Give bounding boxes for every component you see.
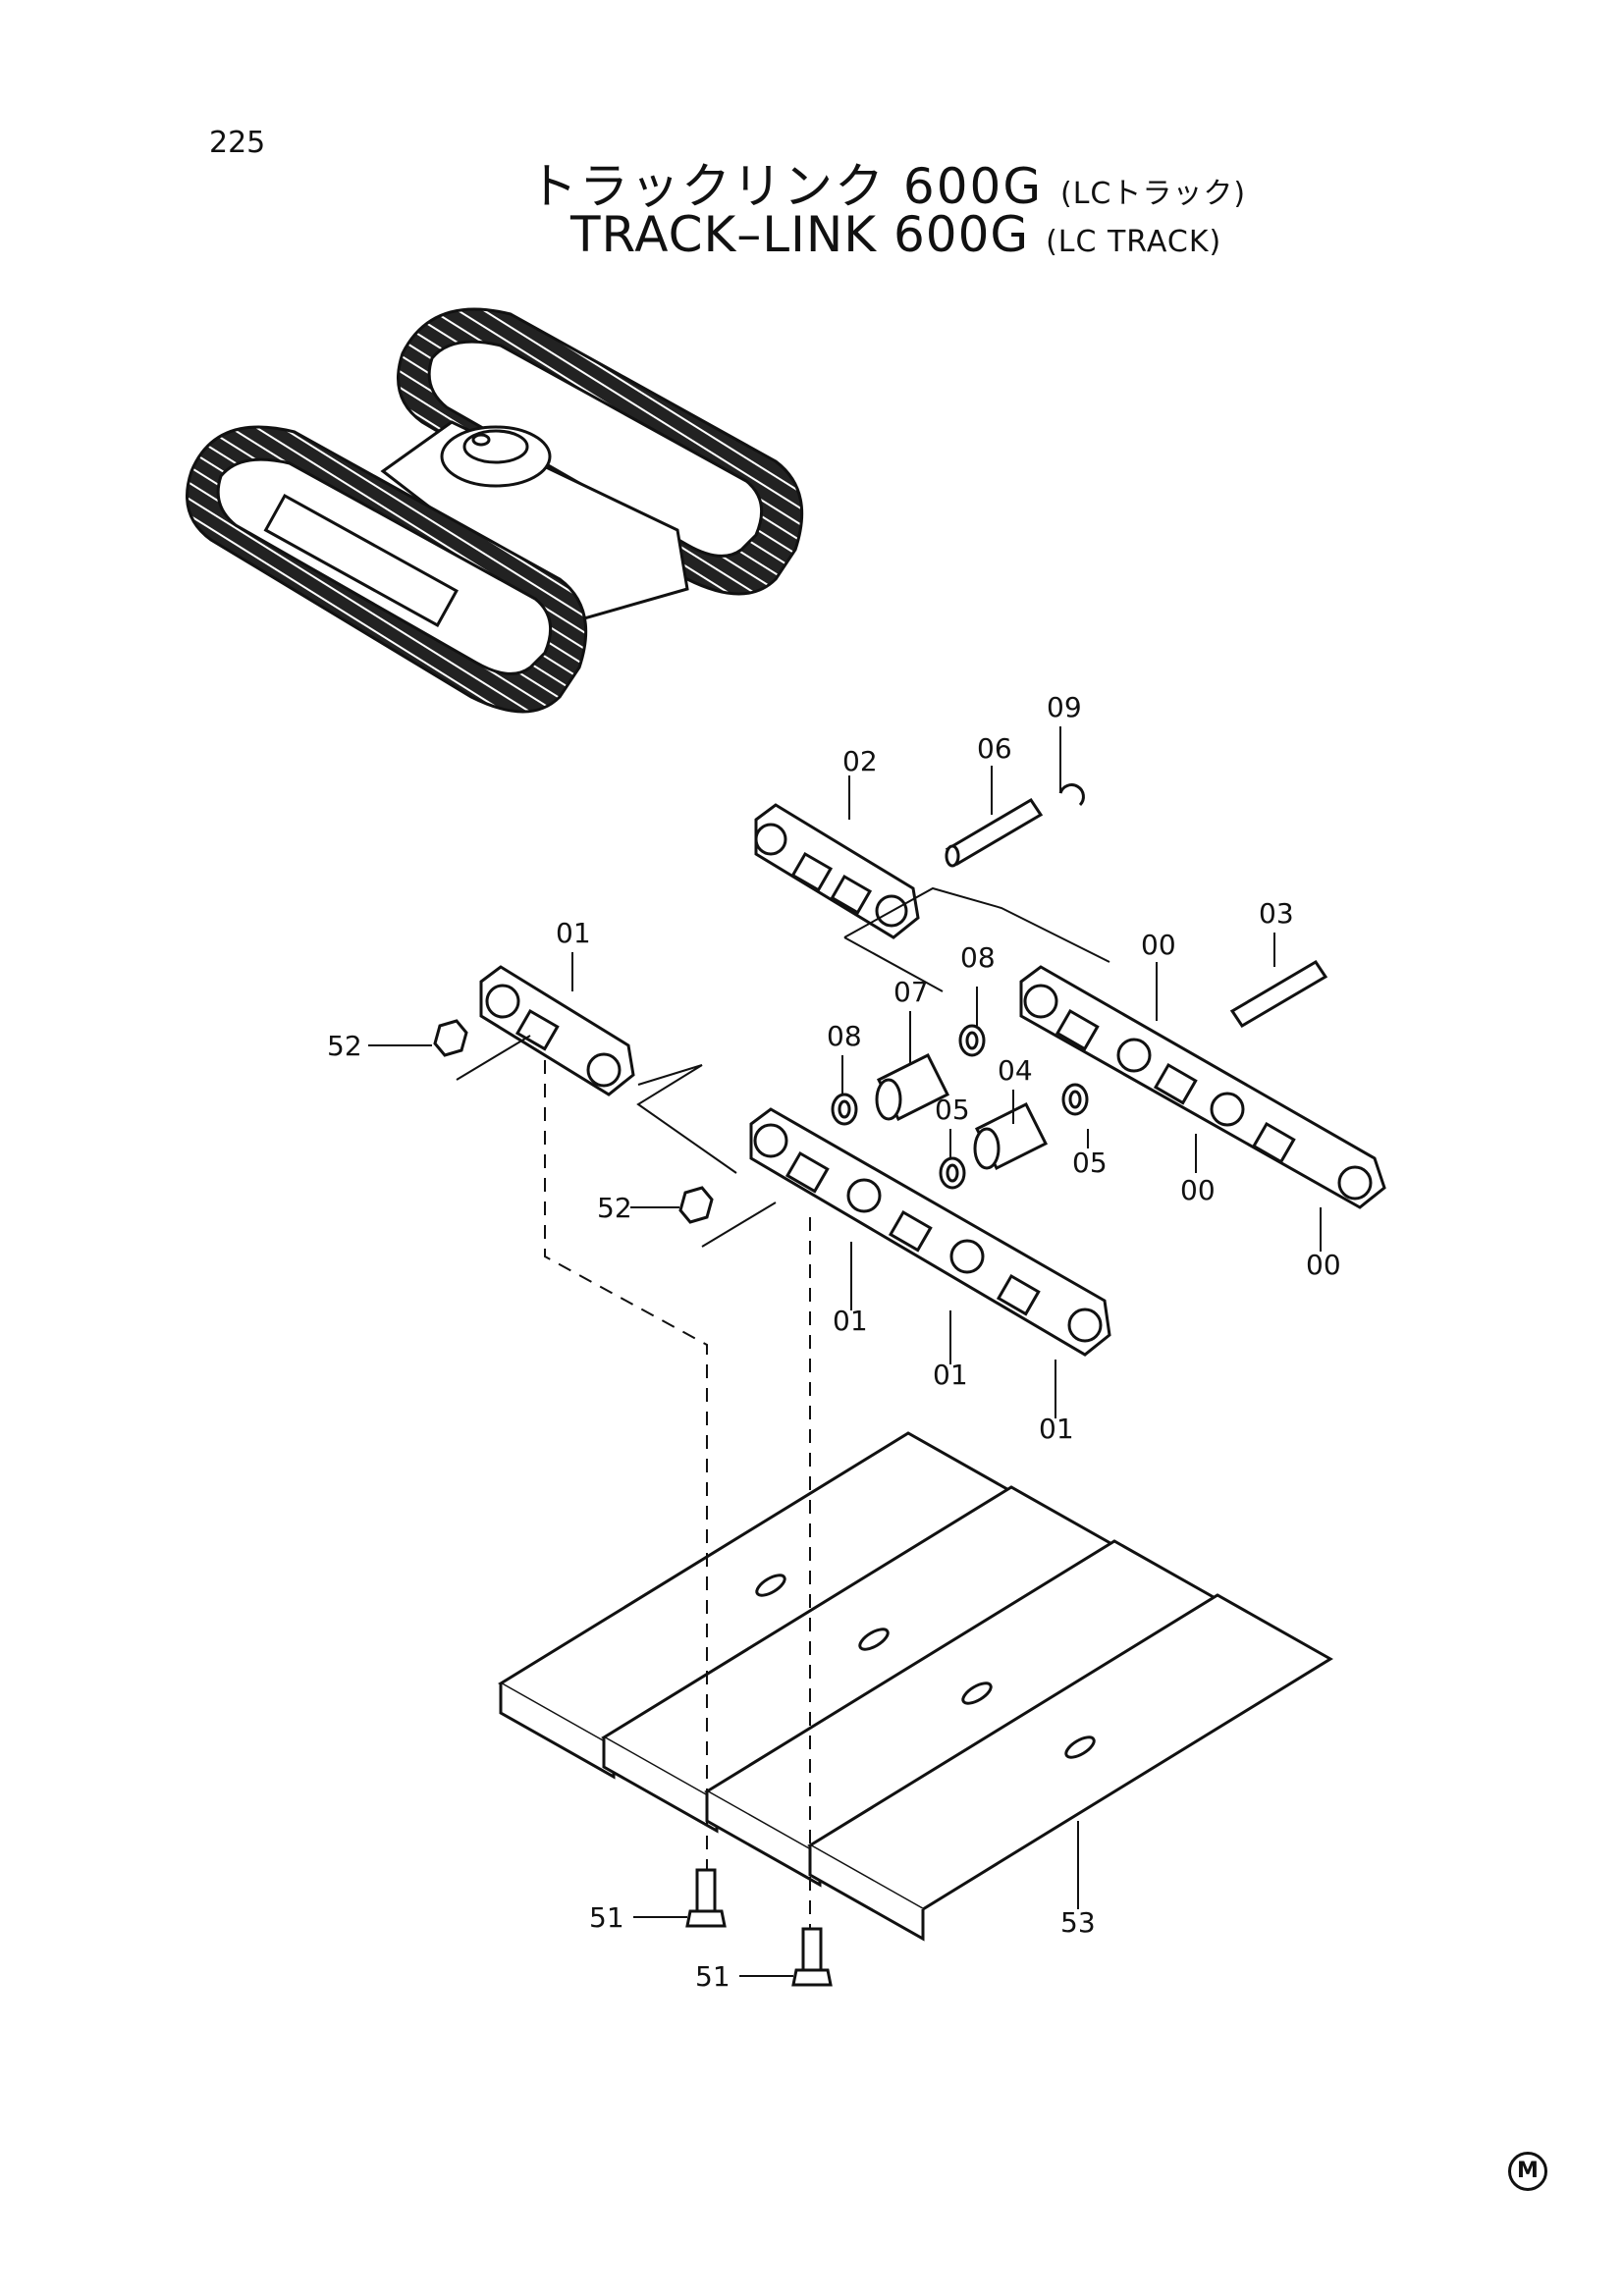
label-52-upper: 52 [327,1030,362,1062]
label-07: 07 [893,976,929,1008]
snap-ring-09 [1058,783,1085,807]
label-06: 06 [977,732,1012,765]
bolt-51-left [685,1868,727,1928]
label-52-lower: 52 [597,1192,632,1224]
corner-mark: M [1508,2152,1547,2191]
label-02: 02 [842,745,878,777]
label-00-mid: 00 [1180,1174,1216,1206]
label-04: 04 [998,1054,1033,1087]
label-51-left: 51 [589,1901,624,1934]
title-en-main: TRACK–LINK 600G [570,206,1030,263]
label-53: 53 [1060,1906,1096,1939]
seals [831,1024,1089,1190]
part-labels: 02 06 09 03 00 01 07 08 08 04 05 05 00 0… [327,691,1341,1993]
label-00-top: 00 [1141,929,1176,961]
pin-03 [1229,959,1328,1029]
master-pin-06 [945,797,1044,868]
label-00-bottom: 00 [1306,1249,1341,1281]
link-00-chain [1019,965,1386,1209]
label-05-left: 05 [935,1094,970,1126]
leader-lines [368,726,1322,1977]
page-number: 225 [209,126,266,160]
label-01-c: 01 [1039,1413,1074,1445]
link-01-left [479,965,635,1096]
bushing-04 [973,1101,1049,1171]
title-en-note: (LC TRACK) [1046,225,1222,259]
label-08-left: 08 [827,1020,862,1052]
title-jp-main: トラックリンク 600G [528,158,1044,215]
label-09: 09 [1047,691,1082,723]
label-01-b: 01 [933,1359,968,1391]
label-51-right: 51 [695,1960,730,1993]
title-japanese: トラックリンク 600G (LCトラック) [528,147,1246,218]
label-05-right: 05 [1072,1147,1108,1179]
title-jp-note: (LCトラック) [1059,177,1247,211]
nut-52-lower [678,1186,714,1224]
label-01-a: 01 [833,1305,868,1337]
label-03: 03 [1259,897,1294,930]
bolt-51-right [791,1927,833,1987]
nut-52-upper [433,1019,468,1057]
link-01-chain [749,1107,1111,1357]
undercarriage-illustration [186,307,804,714]
label-01-top: 01 [556,917,591,949]
title-english: TRACK–LINK 600G (LC TRACK) [570,206,1221,263]
label-08-right: 08 [960,941,996,974]
track-shoes-53 [498,1431,1333,1942]
master-link-02 [754,803,920,939]
bushing-07 [875,1052,950,1122]
